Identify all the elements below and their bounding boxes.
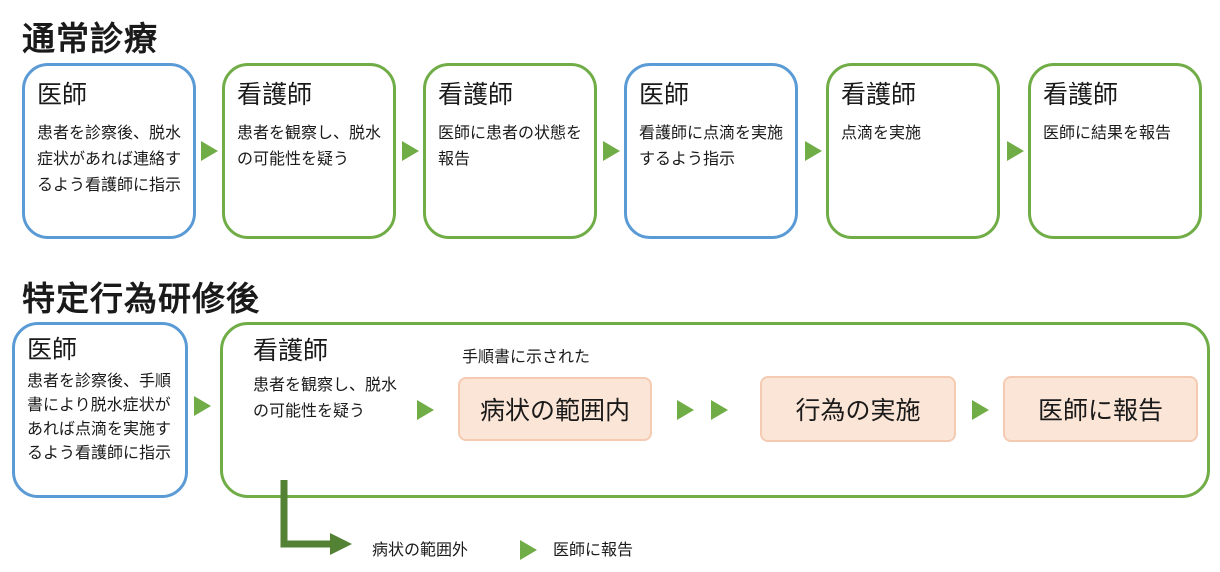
action-label: 行為の実施 — [795, 396, 921, 425]
out-report-label: 医師に報告 — [553, 540, 634, 559]
arrow-1-2 — [201, 141, 218, 161]
step3-role: 看護師 — [438, 80, 514, 109]
step2-card: 看護師 患者を観察し、脱水の可能性を疑う — [222, 63, 396, 239]
protocol-label: 手順書に示された — [462, 347, 591, 366]
step2-desc: 患者を観察し、脱水の可能性を疑う — [237, 123, 382, 168]
report-box: 医師に報告 — [1003, 376, 1198, 442]
double-arrow-a — [677, 400, 694, 420]
section2-title: 特定行為研修後 — [22, 279, 260, 318]
arrow-out-report — [520, 540, 537, 560]
section1-title: 通常診療 — [22, 19, 158, 58]
in-range-label: 病状の範囲内 — [479, 396, 630, 425]
step1-role: 医師 — [37, 80, 88, 109]
nurse-desc: 患者を観察し、脱水の可能性を疑う — [253, 375, 398, 420]
report-label: 医師に報告 — [1037, 396, 1163, 425]
arrow-nurse-check — [417, 400, 434, 420]
step5-desc: 点滴を実施 — [841, 123, 922, 142]
arrow-3-4 — [603, 141, 620, 161]
step4-desc: 看護師に点滴を実施するよう指示 — [639, 123, 784, 168]
double-arrow-b — [711, 400, 728, 420]
step6-role: 看護師 — [1043, 80, 1119, 109]
arrow-action-report — [972, 400, 989, 420]
step5-card: 看護師 点滴を実施 — [826, 63, 1000, 239]
arrow-2-3 — [402, 141, 419, 161]
step2-role: 看護師 — [237, 80, 313, 109]
step3-desc: 医師に患者の状態を報告 — [438, 123, 583, 168]
nurse-role: 看護師 — [253, 336, 329, 365]
out-of-range-label: 病状の範囲外 — [372, 540, 469, 559]
arrow-5-6 — [1007, 141, 1024, 161]
step6-card: 看護師 医師に結果を報告 — [1028, 63, 1202, 239]
step5-role: 看護師 — [841, 80, 917, 109]
doctor-card: 医師 患者を診察後、手順書により脱水症状があれば点滴を実施するよう看護師に指示 — [12, 322, 188, 498]
step4-role: 医師 — [639, 80, 690, 109]
action-box: 行為の実施 — [760, 376, 956, 442]
doctor-role: 医師 — [27, 335, 78, 364]
in-range-box: 病状の範囲内 — [458, 377, 652, 441]
step1-desc: 患者を診察後、脱水症状があれば連絡するよう看護師に指示 — [37, 123, 182, 194]
step6-desc: 医師に結果を報告 — [1043, 123, 1172, 142]
branch-arrow — [280, 480, 352, 555]
arrow-4-5 — [805, 141, 822, 161]
arrow-doctor-nurse — [194, 396, 211, 416]
step1-card: 医師 患者を診察後、脱水症状があれば連絡するよう看護師に指示 — [22, 63, 196, 239]
step4-card: 医師 看護師に点滴を実施するよう指示 — [624, 63, 798, 239]
doctor-desc: 患者を診察後、手順書により脱水症状があれば点滴を実施するよう看護師に指示 — [27, 371, 172, 462]
step3-card: 看護師 医師に患者の状態を報告 — [423, 63, 597, 239]
